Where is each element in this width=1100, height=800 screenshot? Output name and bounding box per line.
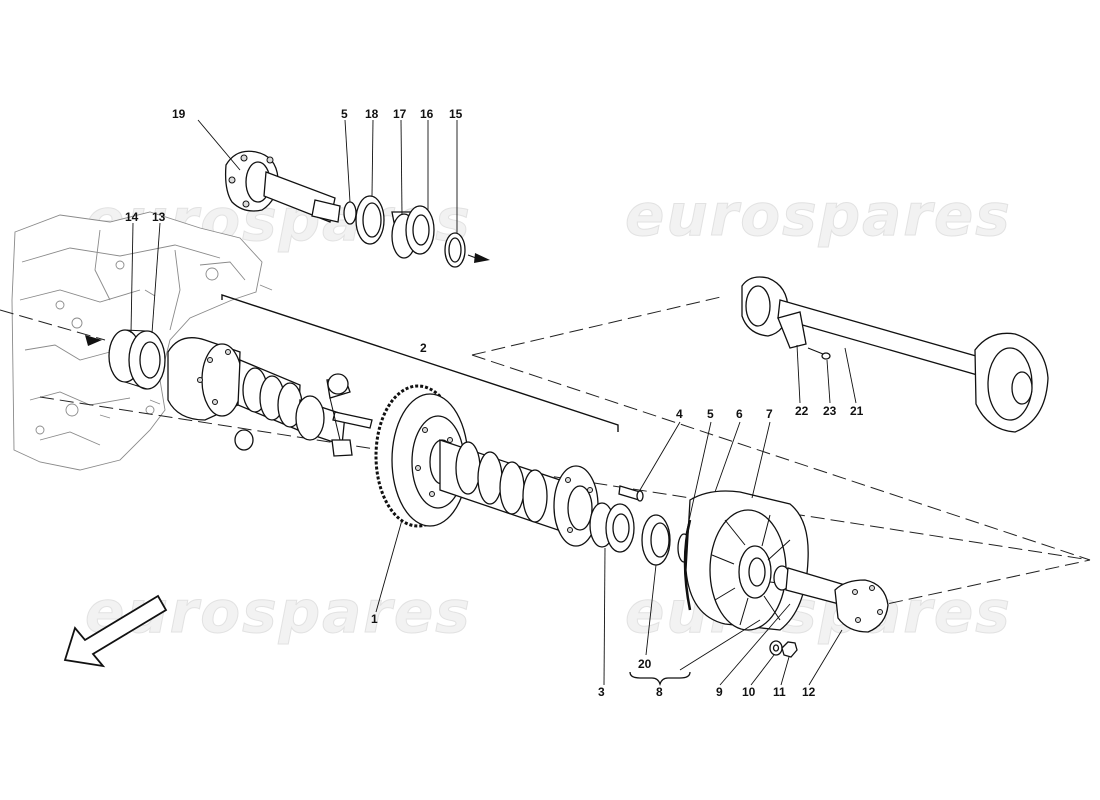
direction-arrow-left [85,335,102,346]
bolt-4 [618,485,644,502]
half-shaft-21 [741,276,1049,433]
seal-20 [641,514,671,566]
callout-3: 3 [598,685,605,699]
seal-ring-5-top [343,201,357,225]
group-bracket-2 [221,294,619,432]
callout-4: 4 [676,407,683,421]
callout-8: 8 [656,685,663,699]
callout-9: 9 [716,685,723,699]
snap-ring-15 [444,232,466,268]
output-shaft-12 [773,565,889,633]
callout-22: 22 [795,404,809,418]
cover-7 [683,490,809,631]
output-flange-shaft-19 [224,150,341,223]
callout-12: 12 [802,685,816,699]
washer-10 [769,640,783,656]
callout-1: 1 [371,612,378,626]
callout-5-right: 5 [707,407,714,421]
spacer-ring-18 [355,195,385,245]
callout-17: 17 [393,107,407,121]
callout-5-top: 5 [341,107,348,121]
callout-14: 14 [125,210,139,224]
spider-gears [234,373,373,457]
callout-11: 11 [773,685,786,699]
callout-15: 15 [449,107,463,121]
differential-cage-right [439,439,599,547]
callout-21: 21 [850,404,864,418]
front-direction-arrow-icon [63,594,168,668]
callout-16: 16 [420,107,434,121]
callout-7: 7 [766,407,773,421]
callout-13: 13 [152,210,166,224]
callout-10: 10 [742,685,756,699]
direction-arrow-top [467,253,490,263]
group-brace-8 [629,671,691,687]
callout-23: 23 [823,404,837,418]
watermark-top-right: eurospares [625,181,1012,249]
bearing-17-16 [391,205,435,259]
leader-lines [130,119,857,686]
nut-11 [781,641,798,658]
differential-cage-left [167,337,303,431]
callout-19: 19 [172,107,186,121]
bearing-14-13 [108,329,166,390]
callout-6: 6 [736,407,743,421]
callout-2: 2 [420,341,427,355]
callout-labels: 19 5 18 17 16 15 14 13 2 4 5 6 7 22 23 2… [125,107,864,699]
callout-20: 20 [638,657,652,671]
bearing-3 [589,502,635,553]
callout-18: 18 [365,107,379,121]
